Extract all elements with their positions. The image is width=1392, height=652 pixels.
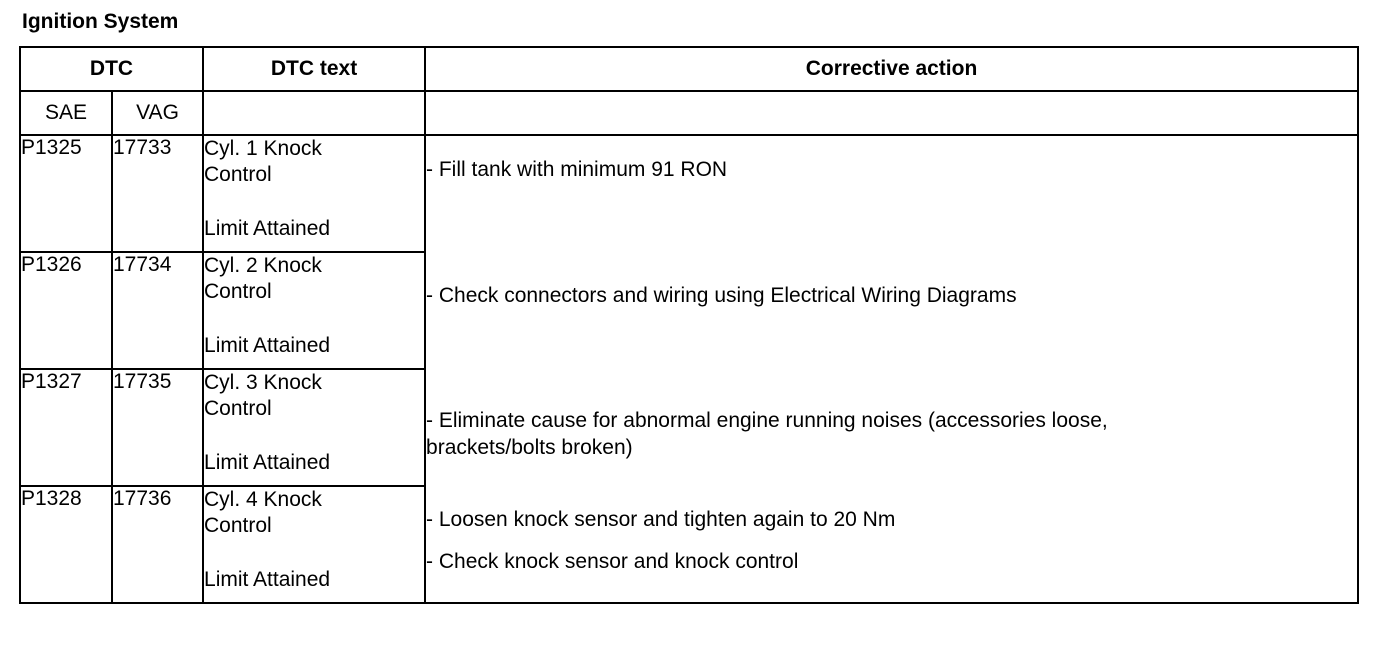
vag-code: 17736	[110, 485, 205, 604]
action-text: - Check connectors and wiring using Elec…	[426, 284, 1017, 307]
table-row: P1328 17736 Cyl. 4 Knock Control Limit A…	[19, 485, 1358, 604]
dtc-text-line: Cyl. 3 Knock	[204, 371, 322, 394]
sae-code: P1328	[19, 485, 113, 604]
header-row: DTC DTC text Corrective action	[18, 46, 1360, 92]
action-item: - Check knock sensor and knock control	[426, 548, 1357, 575]
action-item: - Loosen knock sensor and tighten again …	[426, 506, 1357, 533]
vag-code: 17733	[110, 134, 205, 253]
dtc-text-line: Cyl. 2 Knock	[204, 254, 322, 277]
action-text: - Eliminate cause for abnormal engine ru…	[426, 409, 1108, 432]
action-text: - Fill tank with minimum 91 RON	[426, 158, 728, 181]
action-item: - Eliminate cause for abnormal engine ru…	[426, 407, 1357, 461]
header-dtc: DTC	[18, 46, 205, 92]
vag-code: 17735	[110, 368, 205, 487]
dtc-text-cell: Cyl. 4 Knock Control Limit Attained	[202, 485, 427, 604]
subheader-vag: VAG	[110, 90, 205, 136]
dtc-text-line: Limit Attained	[204, 568, 331, 591]
dtc-text-line: Control	[204, 163, 272, 186]
dtc-table: DTC DTC text Corrective action SAE VAG P…	[18, 46, 1360, 604]
action-text: - Loosen knock sensor and tighten again …	[426, 508, 896, 531]
dtc-text-line: Control	[204, 397, 272, 420]
dtc-text-line: Cyl. 4 Knock	[204, 488, 322, 511]
table-row: P1325 17733 Cyl. 1 Knock Control Limit A…	[19, 134, 1360, 604]
section-title: Ignition System	[22, 10, 179, 33]
header-dtc-text: DTC text	[202, 46, 427, 92]
dtc-text-line: Cyl. 1 Knock	[204, 137, 322, 160]
corrective-action-cell: - Fill tank with minimum 91 RON - Check …	[424, 134, 1360, 604]
sae-code: P1326	[19, 251, 113, 370]
subheader-empty-action	[424, 90, 1360, 136]
dtc-text-line: Limit Attained	[204, 451, 331, 474]
vag-code: 17734	[110, 251, 205, 370]
dtc-text-cell: Cyl. 3 Knock Control Limit Attained	[202, 368, 427, 487]
sae-code: P1327	[19, 368, 113, 487]
dtc-text-cell: Cyl. 1 Knock Control Limit Attained	[202, 134, 427, 253]
subheader-row: SAE VAG	[19, 90, 1360, 136]
dtc-text-line: Limit Attained	[204, 217, 331, 240]
header-corrective-action: Corrective action	[424, 46, 1360, 92]
subheader-empty-text	[202, 90, 427, 136]
dtc-text-cell: Cyl. 2 Knock Control Limit Attained	[202, 251, 427, 370]
action-item: - Fill tank with minimum 91 RON	[426, 156, 1357, 183]
sae-code: P1325	[19, 134, 113, 253]
table-row: P1327 17735 Cyl. 3 Knock Control Limit A…	[19, 368, 1358, 487]
action-text: brackets/bolts broken)	[426, 436, 633, 459]
subheader-sae: SAE	[19, 90, 113, 136]
action-text: - Check knock sensor and knock control	[426, 550, 799, 573]
action-item: - Check connectors and wiring using Elec…	[426, 282, 1357, 309]
dtc-text-line: Control	[204, 514, 272, 537]
dtc-text-line: Control	[204, 280, 272, 303]
dtc-text-line: Limit Attained	[204, 334, 331, 357]
table-row: P1326 17734 Cyl. 2 Knock Control Limit A…	[19, 251, 1358, 370]
